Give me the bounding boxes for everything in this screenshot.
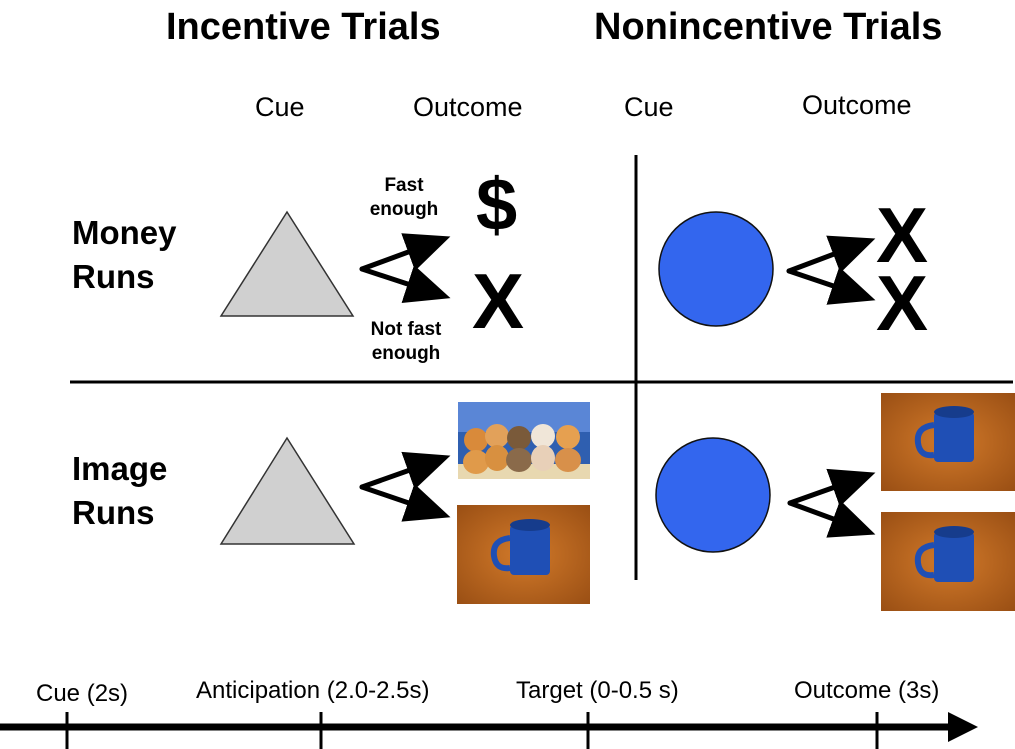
timeline-label-target: Target (0-0.5 s) — [516, 677, 679, 704]
incentive-trials-title: Incentive Trials — [166, 6, 441, 48]
circle-icon — [658, 211, 774, 327]
timeline-label-outcome: Outcome (3s) — [794, 677, 940, 704]
fork-arrow-image-incentive — [359, 451, 451, 522]
not-fast-enough-label: Not fast enough — [356, 318, 456, 366]
fast-enough-line: enough — [369, 199, 439, 220]
row-label-image: Image Runs — [72, 447, 167, 535]
nonincentive-trials-title: Nonincentive Trials — [594, 6, 943, 48]
row-label-line: Money — [72, 214, 177, 251]
row-label-line: Image — [72, 450, 168, 487]
row-label-line: Runs — [72, 494, 155, 531]
timeline — [0, 712, 978, 749]
timeline-label-anticipation: Anticipation (2.0-2.5s) — [196, 677, 430, 704]
timeline-label-cue: Cue (2s) — [36, 680, 129, 707]
not-fast-enough-line: Not fast — [370, 319, 442, 340]
not-fast-enough-line: enough — [371, 343, 441, 364]
cue-column-label: Cue — [624, 92, 674, 122]
dollar-icon: $ — [476, 163, 518, 246]
row-label-money: Money Runs — [72, 211, 177, 299]
fast-enough-label: Fast enough — [356, 174, 452, 222]
mug-photo — [881, 393, 1015, 491]
triangle-icon — [219, 210, 355, 317]
fork-arrow-money-incentive — [359, 233, 451, 304]
x-icon: X — [876, 191, 929, 279]
fast-enough-line: Fast — [384, 175, 424, 196]
kittens-photo — [458, 402, 590, 479]
timeline-arrowhead — [948, 712, 978, 742]
x-icon: X — [876, 259, 929, 347]
cue-column-label: Cue — [255, 92, 305, 122]
fork-arrow-money-nonincentive — [786, 235, 876, 305]
outcome-column-label: Outcome — [802, 90, 912, 120]
x-icon: X — [472, 257, 525, 345]
triangle-icon — [219, 436, 356, 545]
mug-photo — [457, 505, 590, 604]
mug-photo — [881, 512, 1015, 611]
row-label-line: Runs — [72, 258, 155, 295]
circle-icon — [655, 437, 771, 553]
fork-arrow-image-nonincentive — [787, 468, 876, 538]
outcome-column-label: Outcome — [413, 92, 523, 122]
